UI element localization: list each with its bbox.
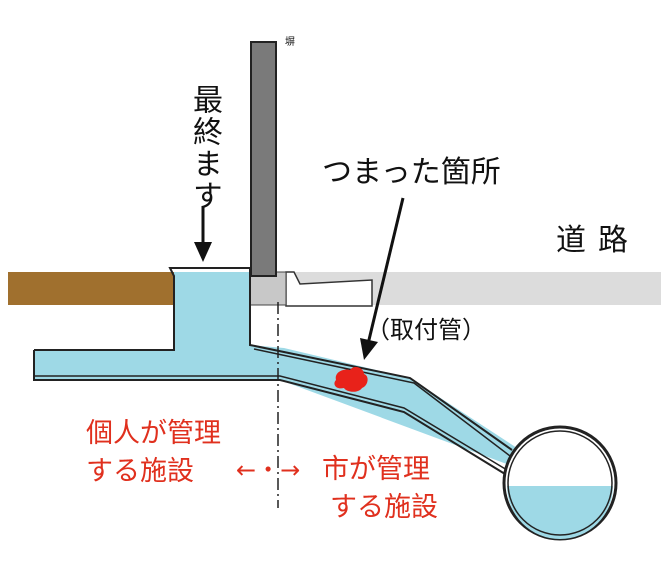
- wall-label: 塀: [285, 37, 295, 48]
- connection-pipe-label: （取付管）: [366, 316, 486, 344]
- connection-pipe-water: [250, 345, 520, 466]
- city-facility-line2: する施設: [330, 492, 438, 523]
- road-label: 道路: [556, 223, 640, 258]
- private-pipe-water: [34, 350, 174, 380]
- boundary-arrows: ←・→: [236, 456, 301, 484]
- road-curb: [285, 271, 373, 307]
- ground-surface: [8, 272, 174, 305]
- clog-location-label: つまった箇所: [322, 155, 501, 190]
- final-masu-label: 最終ます: [187, 84, 222, 212]
- clog-blob-icon: [334, 367, 368, 392]
- down-arrow-icon: [194, 206, 212, 262]
- city-facility-line1: 市が管理: [322, 454, 430, 485]
- private-facility-line2: する施設: [86, 456, 194, 487]
- pipe-outlines: [33, 267, 513, 475]
- final-masu-water: [174, 272, 250, 380]
- private-facility-line1: 個人が管理: [86, 418, 221, 449]
- pointer-arrow-icon: [360, 197, 405, 360]
- wall: [250, 41, 277, 277]
- main-sewer-water: [507, 486, 613, 539]
